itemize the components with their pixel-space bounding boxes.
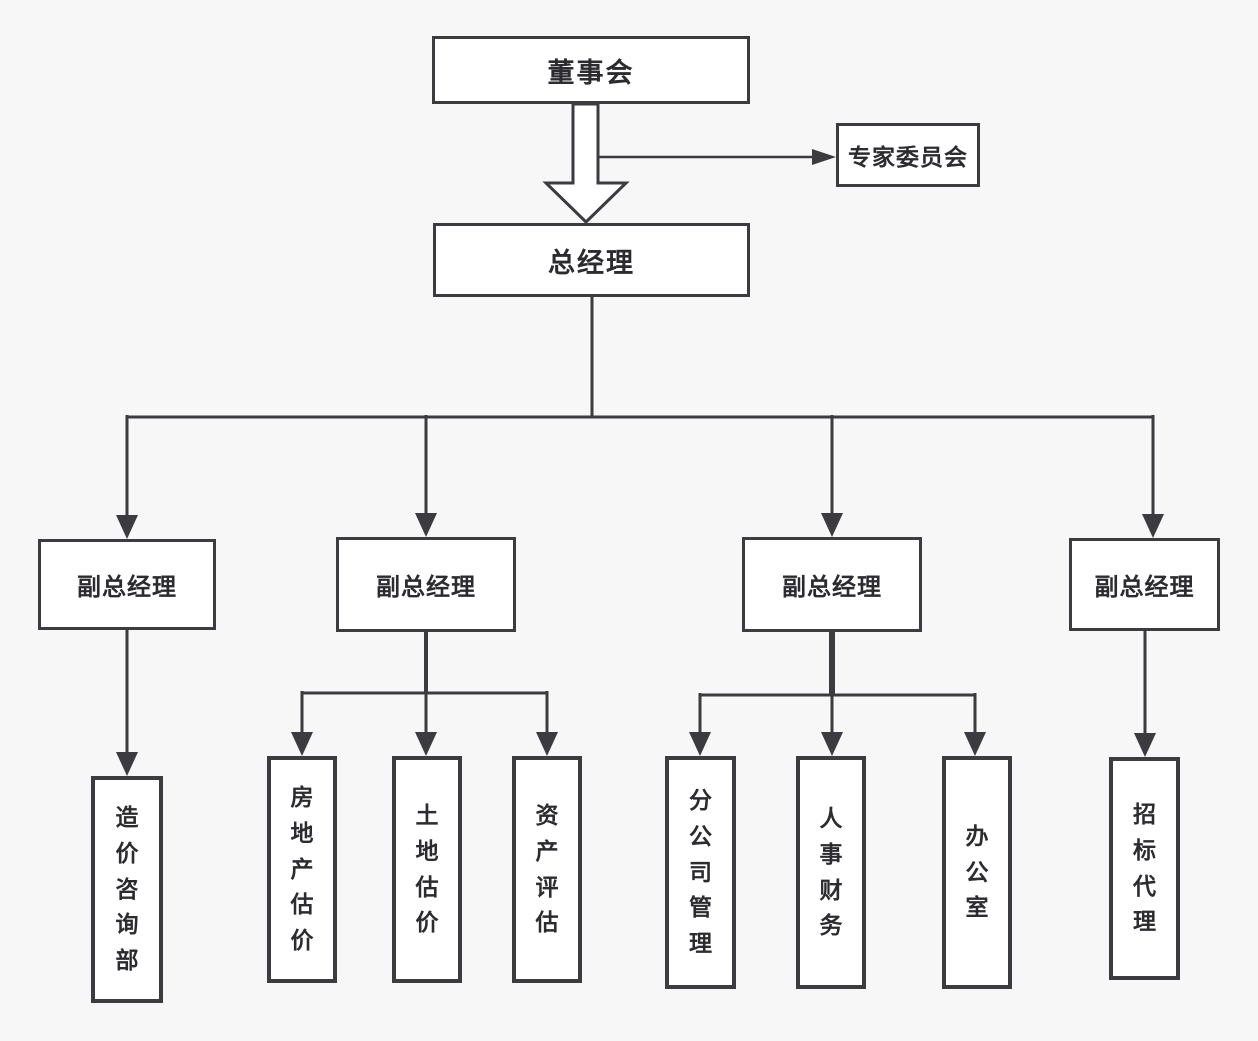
edge-vp2-drop-d3-arrowhead <box>415 732 437 756</box>
node-bidding-agency-label: 招标代理 <box>1132 801 1156 935</box>
node-real-estate-appraisal-label: 房地产估价 <box>290 784 314 953</box>
node-vp1: 副总经理 <box>38 539 216 630</box>
edge-drop-vp2-arrowhead <box>415 513 437 537</box>
node-real-estate-appraisal: 房地产估价 <box>267 756 337 983</box>
node-general-manager-label: 总经理 <box>548 247 635 278</box>
node-expert-committee: 专家委员会 <box>836 123 980 187</box>
node-vp3-label: 副总经理 <box>782 574 882 601</box>
edge-vp4-d8-arrowhead <box>1134 733 1156 757</box>
edge-vp3-drop-d5-arrowhead <box>689 732 711 756</box>
edge-vp2-drop-d4-arrowhead <box>536 732 558 756</box>
node-vp3: 副总经理 <box>742 537 922 632</box>
edge-vp3-drop-d6-arrowhead <box>821 732 843 756</box>
edge-drop-vp3-arrowhead <box>821 513 843 537</box>
edge-vp2-drop-d2-arrowhead <box>291 732 313 756</box>
node-expert-committee-label: 专家委员会 <box>848 144 968 170</box>
edge-vp1-d1-arrowhead <box>116 752 138 776</box>
node-bidding-agency: 招标代理 <box>1109 757 1180 980</box>
node-vp4-label: 副总经理 <box>1094 574 1195 601</box>
node-branch-management-label: 分公司管理 <box>688 787 712 956</box>
node-asset-appraisal-label: 资产评估 <box>535 802 559 936</box>
edge-drop-vp4-arrowhead <box>1142 514 1164 538</box>
node-office-label: 办公室 <box>965 823 989 921</box>
edge-drop-vp1-arrowhead <box>116 515 138 539</box>
node-hr-finance-label: 人事财务 <box>819 805 843 939</box>
node-general-manager: 总经理 <box>433 223 750 297</box>
node-vp4: 副总经理 <box>1069 538 1220 631</box>
edge-board-gm-block-arrow <box>542 102 630 225</box>
node-hr-finance: 人事财务 <box>796 756 866 989</box>
node-asset-appraisal: 资产评估 <box>512 756 582 983</box>
node-office: 办公室 <box>942 756 1012 989</box>
node-cost-consulting-label: 造价咨询部 <box>115 804 139 973</box>
node-branch-management: 分公司管理 <box>665 756 736 989</box>
edge-vp3-drop-d7-arrowhead <box>964 732 986 756</box>
node-land-appraisal: 土地估价 <box>392 756 462 983</box>
node-vp2-label: 副总经理 <box>376 574 476 601</box>
node-vp2: 副总经理 <box>336 537 516 632</box>
node-cost-consulting: 造价咨询部 <box>91 776 163 1003</box>
node-board-label: 董事会 <box>547 57 635 88</box>
edge-board-expert-arrowhead <box>812 149 836 165</box>
node-vp1-label: 副总经理 <box>77 574 177 601</box>
node-board: 董事会 <box>432 36 750 104</box>
node-land-appraisal-label: 土地估价 <box>415 802 439 936</box>
